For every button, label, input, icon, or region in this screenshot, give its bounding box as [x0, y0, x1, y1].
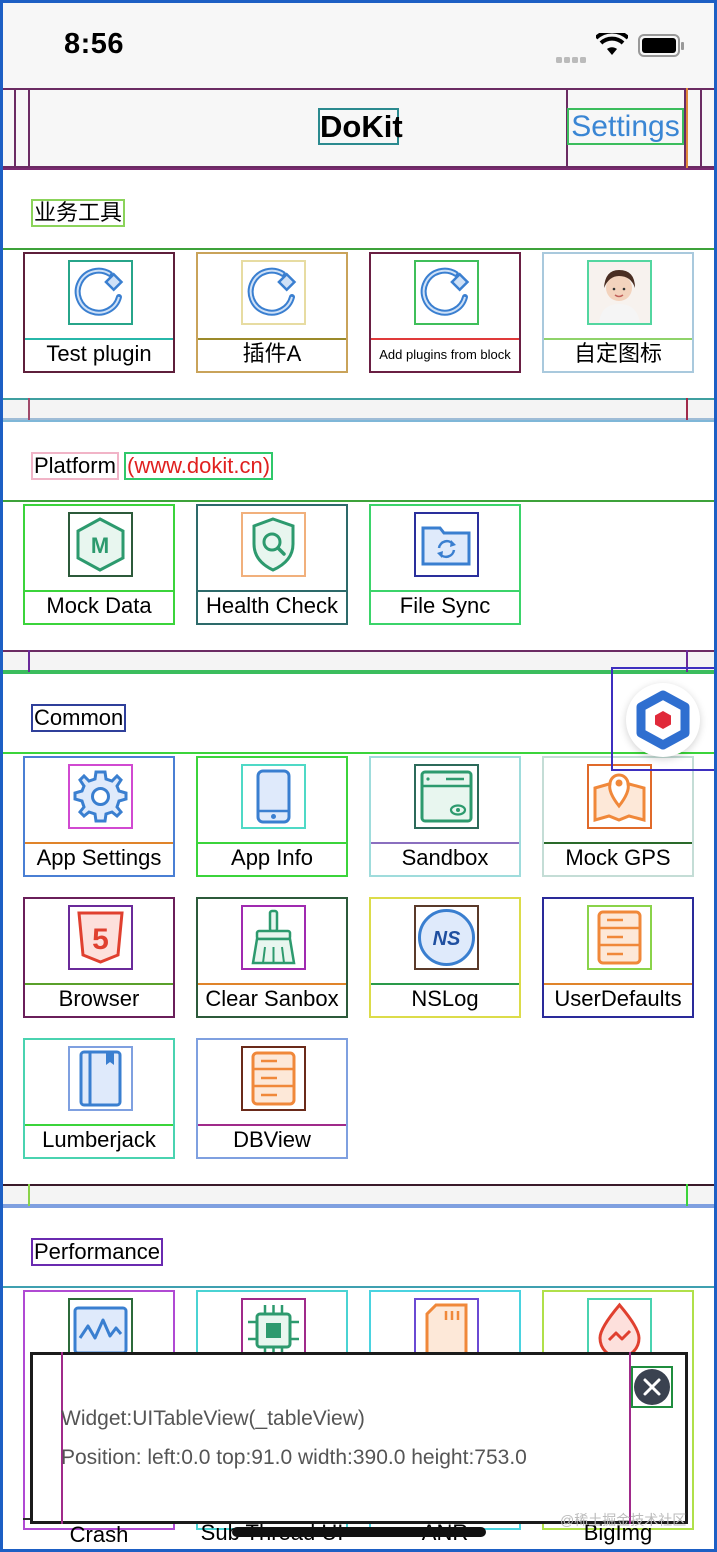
section-header-performance: Performance — [0, 1206, 717, 1288]
section-guide — [28, 398, 688, 420]
mock-data-icon: M — [68, 512, 133, 577]
dokit-website-link[interactable]: (www.dokit.cn) — [124, 452, 274, 480]
tool-label: Mock GPS — [544, 842, 692, 870]
phone-icon — [241, 764, 306, 829]
tool-label: DBView — [198, 1124, 346, 1152]
map-pin-icon — [587, 764, 652, 829]
section-header-platform: Platform (www.dokit.cn) — [0, 420, 717, 502]
broom-icon — [241, 905, 306, 970]
tool-label: App Settings — [25, 842, 173, 870]
nslog-icon: NS — [414, 905, 479, 970]
tool-label: App Info — [198, 842, 346, 870]
svg-text:5: 5 — [92, 923, 109, 956]
database-icon — [241, 1046, 306, 1111]
shield-search-icon — [241, 512, 306, 577]
tool-sandbox[interactable]: Sandbox — [369, 756, 521, 877]
section-gap — [0, 398, 717, 420]
tool-label: File Sync — [371, 590, 519, 618]
nav-left-guide — [14, 88, 30, 168]
section-header-common: Common — [0, 672, 717, 754]
settings-button[interactable]: Settings — [567, 108, 684, 145]
tool-nslog[interactable]: NS NSLog — [369, 897, 521, 1018]
section-gap — [0, 650, 717, 672]
section-title-platform: Platform — [31, 452, 119, 480]
gear-icon — [68, 764, 133, 829]
widget-info-text: Widget:UITableView(_tableView) — [61, 1407, 365, 1430]
section-title-business: 业务工具 — [31, 199, 126, 227]
tool-label: Sandbox — [371, 842, 519, 870]
tool-health-check[interactable]: Health Check — [196, 504, 348, 625]
tool-userdefaults[interactable]: UserDefaults — [542, 897, 694, 1018]
position-info-text: Position: left:0.0 top:91.0 width:390.0 … — [61, 1446, 527, 1469]
tool-mock-gps[interactable]: Mock GPS — [542, 756, 694, 877]
tool-custom-icon[interactable]: 自定图标 — [542, 252, 694, 373]
plugin-magnet-icon — [414, 260, 479, 325]
avatar-icon — [587, 260, 652, 325]
section-gap — [0, 1184, 717, 1206]
element-info-panel: Widget:UITableView(_tableView) Position:… — [30, 1352, 688, 1524]
plugin-magnet-icon — [68, 260, 133, 325]
info-panel-guide — [61, 1352, 631, 1524]
signal-icon — [556, 50, 588, 63]
section-guide — [28, 650, 688, 672]
tool-mock-data[interactable]: M Mock Data — [23, 504, 175, 625]
status-time: 8:56 — [64, 28, 125, 60]
wifi-icon — [594, 29, 630, 57]
watermark: @稀土掘金技术社区 — [560, 1512, 687, 1528]
database-icon — [587, 905, 652, 970]
cpu-icon — [241, 1298, 306, 1363]
tool-label: Health Check — [198, 590, 346, 618]
tool-label: UserDefaults — [544, 983, 692, 1011]
navigation-bar — [0, 88, 717, 168]
section-title-common: Common — [31, 704, 127, 732]
tool-plugin-a[interactable]: 插件A — [196, 252, 348, 373]
tool-app-info[interactable]: App Info — [196, 756, 348, 877]
battery-icon — [638, 34, 686, 58]
status-bar — [0, 0, 717, 88]
tool-label: Test plugin — [25, 338, 173, 366]
dokit-logo-icon — [626, 683, 700, 757]
tool-label: 插件A — [198, 338, 346, 366]
tool-label: NSLog — [371, 983, 519, 1011]
tool-add-plugins-from-block[interactable]: Add plugins from block — [369, 252, 521, 373]
plugin-magnet-icon — [241, 260, 306, 325]
tool-label: Browser — [25, 983, 173, 1011]
tool-label: Clear Sanbox — [198, 983, 346, 1011]
tool-dbview[interactable]: DBView — [196, 1038, 348, 1159]
notebook-icon — [68, 1046, 133, 1111]
drop-icon — [587, 1298, 652, 1363]
svg-text:NS: NS — [433, 928, 461, 950]
nav-right-guide — [686, 88, 702, 168]
tool-test-plugin[interactable]: Test plugin — [23, 252, 175, 373]
html5-icon: 5 — [68, 905, 133, 970]
tool-label: Mock Data — [25, 590, 173, 618]
tool-browser[interactable]: 5 Browser — [23, 897, 175, 1018]
tool-label: Lumberjack — [25, 1124, 173, 1152]
tool-label: 自定图标 — [544, 338, 692, 366]
page-title: DoKit — [318, 108, 403, 145]
svg-text:M: M — [91, 533, 109, 558]
tool-label: BigImg — [583, 1520, 653, 1545]
tool-label: Add plugins from block — [371, 338, 519, 366]
tool-clear-sandbox[interactable]: Clear Sanbox — [196, 897, 348, 1018]
tool-app-settings[interactable]: App Settings — [23, 756, 175, 877]
home-indicator[interactable] — [232, 1527, 486, 1537]
section-header-business: 业务工具 — [0, 168, 717, 250]
dokit-floating-button[interactable] — [611, 667, 716, 771]
sandbox-icon — [414, 764, 479, 829]
tool-lumberjack[interactable]: Lumberjack — [23, 1038, 175, 1159]
close-panel-button[interactable] — [631, 1366, 673, 1408]
close-icon — [634, 1369, 670, 1405]
tool-file-sync[interactable]: File Sync — [369, 504, 521, 625]
section-guide — [28, 1184, 688, 1206]
folder-sync-icon — [414, 512, 479, 577]
section-title-performance: Performance — [31, 1238, 163, 1266]
